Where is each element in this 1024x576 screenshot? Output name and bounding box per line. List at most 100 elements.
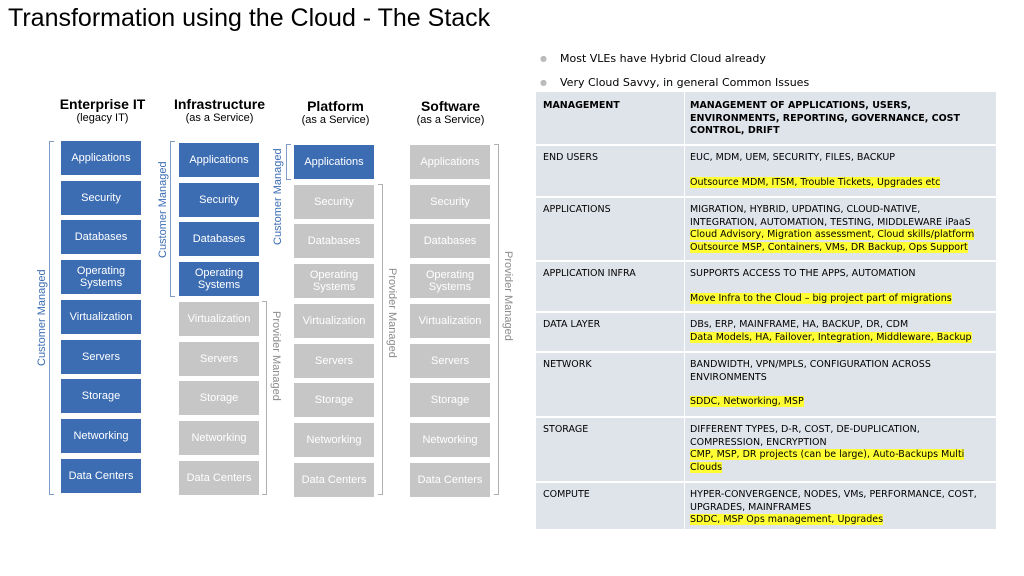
table-row-value: EUC, MDM, UEM, SECURITY, FILES, BACKUP O… xyxy=(690,152,990,189)
bullet-item: ● Very Cloud Savvy, in general Common Is… xyxy=(540,70,809,94)
row-description: DBs, ERP, MAINFRAME, HA, BACKUP, DR, CDM xyxy=(690,319,909,330)
saas-layer-virtualization: Virtualization xyxy=(410,304,490,338)
iaas-layer-operating-systems: Operating Systems xyxy=(179,262,259,296)
column-title: Enterprise IT xyxy=(59,96,146,112)
bullet-icon: ● xyxy=(540,77,547,87)
enterprise-it-layer-networking: Networking xyxy=(61,419,141,453)
provider-managed-label: Provider Managed xyxy=(502,251,514,341)
bullet-text: Very Cloud Savvy, in general Common Issu… xyxy=(560,75,810,89)
row-description: DIFFERENT TYPES, D-R, COST, DE-DUPLICATI… xyxy=(690,424,920,448)
iaas-layer-data-centers: Data Centers xyxy=(179,461,259,495)
table-header-value: MANAGEMENT OF APPLICATIONS, USERS, ENVIR… xyxy=(690,100,960,136)
column-header-iaas: Infrastructure (as a Service) xyxy=(172,96,267,124)
saas-layer-networking: Networking xyxy=(410,423,490,457)
enterprise-it-layer-storage: Storage xyxy=(61,379,141,413)
bullet-text: Most VLEs have Hybrid Cloud already xyxy=(560,51,766,65)
saas-layer-data-centers: Data Centers xyxy=(410,463,490,497)
row-highlight: SDDC, Networking, MSP xyxy=(690,396,804,407)
table-row: APPLICATIONS MIGRATION, HYBRID, UPDATING… xyxy=(536,198,996,262)
table-row: STORAGE DIFFERENT TYPES, D-R, COST, DE-D… xyxy=(536,418,996,483)
paas-layer-security: Security xyxy=(294,185,374,219)
iaas-layer-applications: Applications xyxy=(179,143,259,177)
provider-managed-bracket xyxy=(494,144,499,495)
iaas-layer-databases: Databases xyxy=(179,222,259,256)
enterprise-it-layer-security: Security xyxy=(61,181,141,215)
table-header-key: MANAGEMENT xyxy=(543,100,620,111)
column-header-saas: Software (as a Service) xyxy=(403,98,498,126)
row-description: MIGRATION, HYBRID, UPDATING, CLOUD-NATIV… xyxy=(690,204,971,228)
column-divider xyxy=(684,198,685,260)
column-divider xyxy=(684,313,685,351)
page-title: Transformation using the Cloud - The Sta… xyxy=(8,4,491,32)
row-description: BANDWIDTH, VPN/MPLS, CONFIGURATION ACROS… xyxy=(690,359,931,383)
customer-managed-label: Customer Managed xyxy=(272,148,284,245)
iaas-layer-servers: Servers xyxy=(179,342,259,376)
table-row-value: MIGRATION, HYBRID, UPDATING, CLOUD-NATIV… xyxy=(690,204,990,254)
column-subtitle: (legacy IT) xyxy=(76,112,129,124)
table-row-key: APPLICATION INFRA xyxy=(543,268,636,279)
table-row: COMPUTE HYPER-CONVERGENCE, NODES, VMs, P… xyxy=(536,483,996,529)
paas-layer-operating-systems: Operating Systems xyxy=(294,264,374,298)
column-title: Software xyxy=(420,98,481,114)
provider-managed-bracket xyxy=(378,184,383,495)
row-highlight: Data Models, HA, Failover, Integration, … xyxy=(690,331,972,343)
table-header-row: MANAGEMENT MANAGEMENT OF APPLICATIONS, U… xyxy=(536,92,996,146)
provider-managed-label: Provider Managed xyxy=(386,268,398,358)
bullet-icon: ● xyxy=(540,53,547,63)
enterprise-it-layer-operating-systems: Operating Systems xyxy=(61,260,141,294)
table-row-key: COMPUTE xyxy=(543,489,590,500)
row-description: EUC, MDM, UEM, SECURITY, FILES, BACKUP xyxy=(690,152,896,163)
paas-layer-databases: Databases xyxy=(294,224,374,258)
table-row-key: DATA LAYER xyxy=(543,319,601,330)
issues-table: MANAGEMENT MANAGEMENT OF APPLICATIONS, U… xyxy=(536,92,996,529)
table-row: END USERS EUC, MDM, UEM, SECURITY, FILES… xyxy=(536,146,996,198)
enterprise-it-layer-servers: Servers xyxy=(61,340,141,374)
paas-layer-data-centers: Data Centers xyxy=(294,463,374,497)
paas-layer-storage: Storage xyxy=(294,383,374,417)
column-divider xyxy=(684,262,685,311)
enterprise-it-layer-data-centers: Data Centers xyxy=(61,459,141,493)
row-highlight: Outsource MSP, Containers, VMs, DR Backu… xyxy=(690,241,968,253)
table-row-key: STORAGE xyxy=(543,424,589,435)
column-divider xyxy=(684,92,685,144)
saas-layer-security: Security xyxy=(410,185,490,219)
row-highlight: SDDC, MSP Ops management, Upgrades xyxy=(690,514,884,525)
column-divider xyxy=(684,353,685,416)
customer-managed-label: Customer Managed xyxy=(36,269,48,366)
column-divider xyxy=(684,418,685,481)
iaas-layer-security: Security xyxy=(179,183,259,217)
row-description: HYPER-CONVERGENCE, NODES, VMs, PERFORMAN… xyxy=(690,489,977,513)
saas-layer-storage: Storage xyxy=(410,383,490,417)
iaas-layer-storage: Storage xyxy=(179,381,259,415)
table-row-key: NETWORK xyxy=(543,359,592,370)
paas-layer-applications: Applications xyxy=(294,145,374,179)
table-row-value: DIFFERENT TYPES, D-R, COST, DE-DUPLICATI… xyxy=(690,424,990,474)
table-row: DATA LAYER DBs, ERP, MAINFRAME, HA, BACK… xyxy=(536,313,996,353)
customer-managed-bracket xyxy=(286,144,291,180)
paas-layer-networking: Networking xyxy=(294,423,374,457)
column-subtitle: (as a Service) xyxy=(301,114,370,126)
saas-layer-servers: Servers xyxy=(410,344,490,378)
column-header-enterprise-it: Enterprise IT (legacy IT) xyxy=(55,96,150,124)
enterprise-it-layer-applications: Applications xyxy=(61,141,141,175)
column-subtitle: (as a Service) xyxy=(416,114,485,126)
column-divider xyxy=(684,483,685,529)
table-row-key: APPLICATIONS xyxy=(543,204,611,215)
saas-layer-operating-systems: Operating Systems xyxy=(410,264,490,298)
table-row-value: BANDWIDTH, VPN/MPLS, CONFIGURATION ACROS… xyxy=(690,359,990,409)
bullet-item: ● Most VLEs have Hybrid Cloud already xyxy=(540,46,809,70)
row-highlight: Outsource MDM, ITSM, Trouble Tickets, Up… xyxy=(690,176,941,188)
row-highlight: Cloud Advisory, Migration assessment, Cl… xyxy=(690,229,975,240)
enterprise-it-layer-virtualization: Virtualization xyxy=(61,300,141,334)
paas-layer-servers: Servers xyxy=(294,344,374,378)
column-divider xyxy=(684,146,685,196)
column-title: Infrastructure xyxy=(173,96,266,112)
table-row-key: END USERS xyxy=(543,152,599,163)
iaas-layer-virtualization: Virtualization xyxy=(179,302,259,336)
customer-managed-label: Customer Managed xyxy=(157,161,169,258)
customer-managed-bracket xyxy=(170,141,175,297)
column-header-paas: Platform (as a Service) xyxy=(288,98,383,126)
provider-managed-bracket xyxy=(262,301,267,495)
iaas-layer-networking: Networking xyxy=(179,421,259,455)
row-description: SUPPORTS ACCESS TO THE APPS, AUTOMATION xyxy=(690,268,916,279)
